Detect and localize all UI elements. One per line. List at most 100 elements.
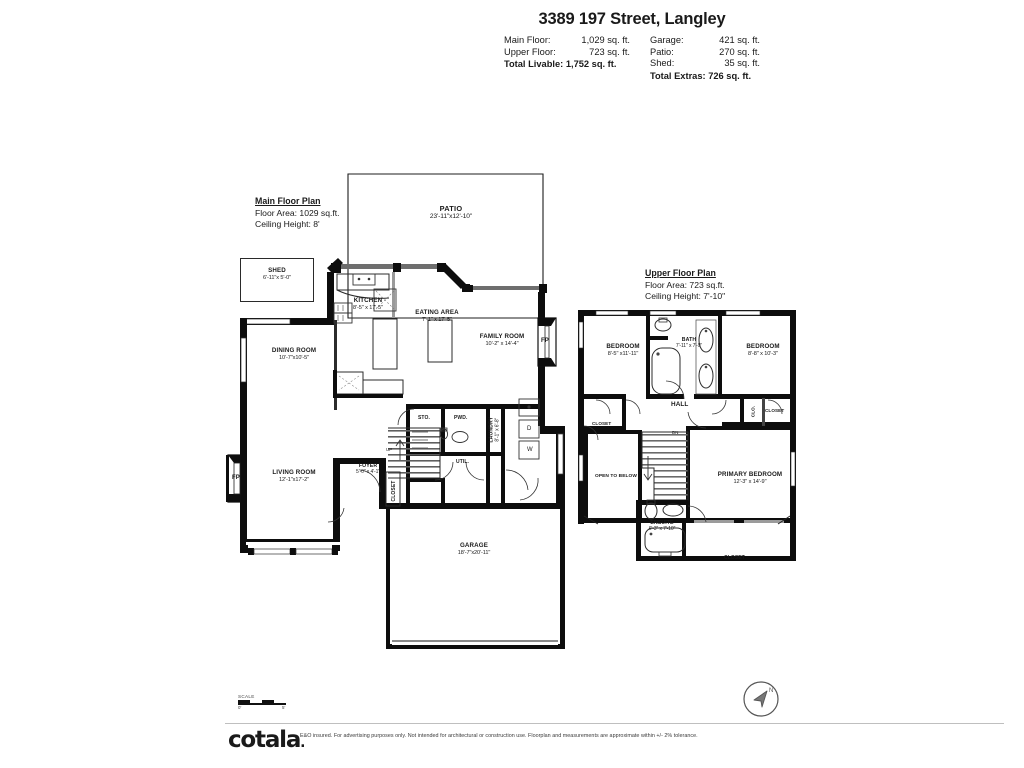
room-dining: DINING ROOM 10'-7"x10'-5" — [250, 347, 338, 361]
room-ensuite: ENSUITE 6'-3" x 7'-10" — [634, 520, 690, 532]
stat-upper-floor: Upper Floor: 723 sq. ft. — [504, 47, 630, 59]
main-floor-ceiling: Ceiling Height: 8' — [255, 219, 320, 229]
room-bedroom-right: BEDROOM 8'-8" x 10'-3" — [726, 343, 800, 357]
room-garage: GARAGE 18'-7"x20'-11" — [412, 542, 536, 556]
room-eating-area: EATING AREA 7'-1" x 17'-5" — [396, 309, 478, 323]
room-dimensions: 5'-0" x 4'-1" — [356, 468, 380, 475]
room-name: FOYER — [358, 463, 378, 469]
room-name: BEDROOM — [746, 343, 780, 350]
total-livable: Total Livable: 1,752 sq. ft. — [504, 59, 617, 70]
room-dimensions: 18'-7"x20'-11" — [457, 549, 491, 556]
compass-north-label: N — [769, 688, 773, 694]
upper-floor-ceiling: Ceiling Height: 7'-10" — [645, 291, 726, 301]
stat-value: 1,029 sq. ft. — [581, 35, 630, 45]
stat-label: Upper Floor: — [504, 46, 556, 57]
room-living: LIVING ROOM 12'-1"x17'-2" — [248, 469, 340, 483]
room-dimensions: 12'-3" x 14'-9" — [733, 478, 767, 485]
room-dimensions: 6'-11"x 5'-0" — [262, 274, 292, 281]
header: 3389 197 Street, Langley Main Floor: 1,0… — [462, 10, 802, 82]
room-laundry: LAUNDRY 8'-1" x 6'-8" — [488, 397, 500, 463]
page-title: 3389 197 Street, Langley — [538, 10, 726, 28]
room-dimensions: 23'-11"x12'-10" — [429, 213, 473, 221]
upper-floor-plan-title: Upper Floor Plan — [645, 268, 716, 278]
tag-closet-right: CLOSET — [765, 408, 785, 413]
tag-powder-room: PWD. — [454, 415, 468, 421]
tag-washer: W — [527, 447, 533, 453]
room-name: PATIO — [439, 204, 463, 213]
room-name: LIVING ROOM — [272, 469, 316, 476]
room-name: EATING AREA — [415, 309, 459, 316]
tag-stairs-up: UP — [386, 447, 393, 452]
compass-rose-icon: N — [743, 681, 779, 717]
room-name: KITCHEN — [353, 297, 383, 304]
room-bath: BATH 7'-11" x 7'-9" — [668, 337, 710, 349]
room-foyer: FOYER 5'-0" x 4'-1" — [348, 463, 388, 475]
room-dimensions: 10'-2" x 14'-4" — [485, 340, 519, 347]
main-floor-area: Floor Area: 1029 sq.ft. — [255, 208, 340, 218]
room-kitchen: KITCHEN 8'-5" x 17'-5" — [330, 297, 406, 311]
stat-value: 270 sq. ft. — [719, 46, 760, 57]
tag-fireplace-family: FP — [541, 338, 549, 344]
stat-main-floor: Main Floor: 1,029 sq. ft. — [504, 35, 630, 47]
scale-end: 5' — [282, 705, 286, 710]
tag-utility: UTIL. — [456, 459, 469, 465]
scale-start: 0' — [238, 705, 242, 710]
brand-logo: cotala. — [228, 727, 306, 753]
upper-floor-area: Floor Area: 723 sq.ft. — [645, 280, 725, 290]
room-dimensions: 8'-8" x 10'-3" — [748, 350, 778, 357]
room-dimensions: 7'-11" x 7'-9" — [675, 342, 703, 349]
stat-label: Main Floor: — [504, 35, 551, 45]
total-extras: Total Extras: 726 sq. ft. — [650, 70, 752, 81]
stat-value: 421 sq. ft. — [719, 35, 760, 45]
room-name: GARAGE — [459, 542, 489, 549]
tag-storage: STO. — [418, 415, 430, 421]
scale-endpoints: 0' 5' — [238, 705, 290, 712]
stat-label: Shed: — [650, 58, 675, 69]
room-dimensions: 8'-5" x 17'-5" — [353, 304, 383, 311]
room-patio: PATIO 23'-11"x12'-10" — [396, 204, 506, 221]
room-dimensions: 10'-7"x10'-5" — [279, 354, 309, 361]
room-name: FAMILY ROOM — [479, 333, 525, 340]
stat-label: Patio: — [650, 46, 674, 57]
room-dimensions: 8'-5" x11'-11" — [607, 350, 639, 357]
main-floor-plan-title: Main Floor Plan — [255, 196, 321, 206]
main-floor-plan-legend: Main Floor Plan Floor Area: 1029 sq.ft. … — [255, 196, 340, 230]
shed-outline — [240, 258, 314, 302]
tag-clo: CLO. — [750, 405, 756, 418]
room-name: DINING ROOM — [271, 347, 317, 354]
room-name: PRIMARY BEDROOM — [717, 471, 783, 478]
scale-graphic — [238, 700, 286, 705]
tag-closet-primary: CLOSET — [724, 555, 745, 561]
tag-hall: HALL — [671, 401, 689, 408]
stat-patio: Patio: 270 sq. ft. — [650, 47, 760, 59]
room-dimensions: 7'-1" x 17'-5" — [422, 316, 452, 323]
stat-value: 35 sq. ft. — [724, 58, 760, 69]
tag-closet-left: CLOSET — [592, 421, 612, 426]
brand-dot: . — [300, 735, 305, 751]
extra-areas: Garage: 421 sq. ft. Patio: 270 sq. ft. S… — [650, 35, 760, 82]
room-family: FAMILY ROOM 10'-2" x 14'-4" — [458, 333, 546, 347]
scale-label: SCALE — [238, 694, 255, 699]
tag-dryer: D — [527, 426, 532, 432]
brand-text: cotala — [228, 727, 301, 753]
stat-value: 723 sq. ft. — [589, 46, 630, 57]
livable-areas: Main Floor: 1,029 sq. ft. Upper Floor: 7… — [504, 35, 630, 82]
room-name: SHED — [268, 267, 286, 274]
room-primary-bedroom: PRIMARY BEDROOM 12'-3" x 14'-9" — [700, 471, 800, 485]
room-dimensions: 6'-3" x 7'-10" — [648, 525, 676, 532]
room-dimensions: 12'-1"x17'-2" — [279, 476, 309, 483]
stat-label: Garage: — [650, 35, 684, 45]
room-name: ENSUITE — [650, 520, 674, 526]
stat-shed: Shed: 35 sq. ft. — [650, 58, 760, 70]
disclaimer-text: E&O insured. For advertising purposes on… — [300, 733, 698, 739]
room-shed: SHED 6'-11"x 5'-0" — [240, 267, 314, 281]
room-bedroom-left: BEDROOM 8'-5" x11'-11" — [586, 343, 660, 357]
room-name: BEDROOM — [606, 343, 640, 350]
stat-garage: Garage: 421 sq. ft. — [650, 35, 760, 47]
upper-floor-plan-legend: Upper Floor Plan Floor Area: 723 sq.ft. … — [645, 268, 725, 302]
scale-bar: SCALE 0' 5' — [238, 694, 290, 712]
tag-fireplace-living: FP — [232, 475, 240, 481]
